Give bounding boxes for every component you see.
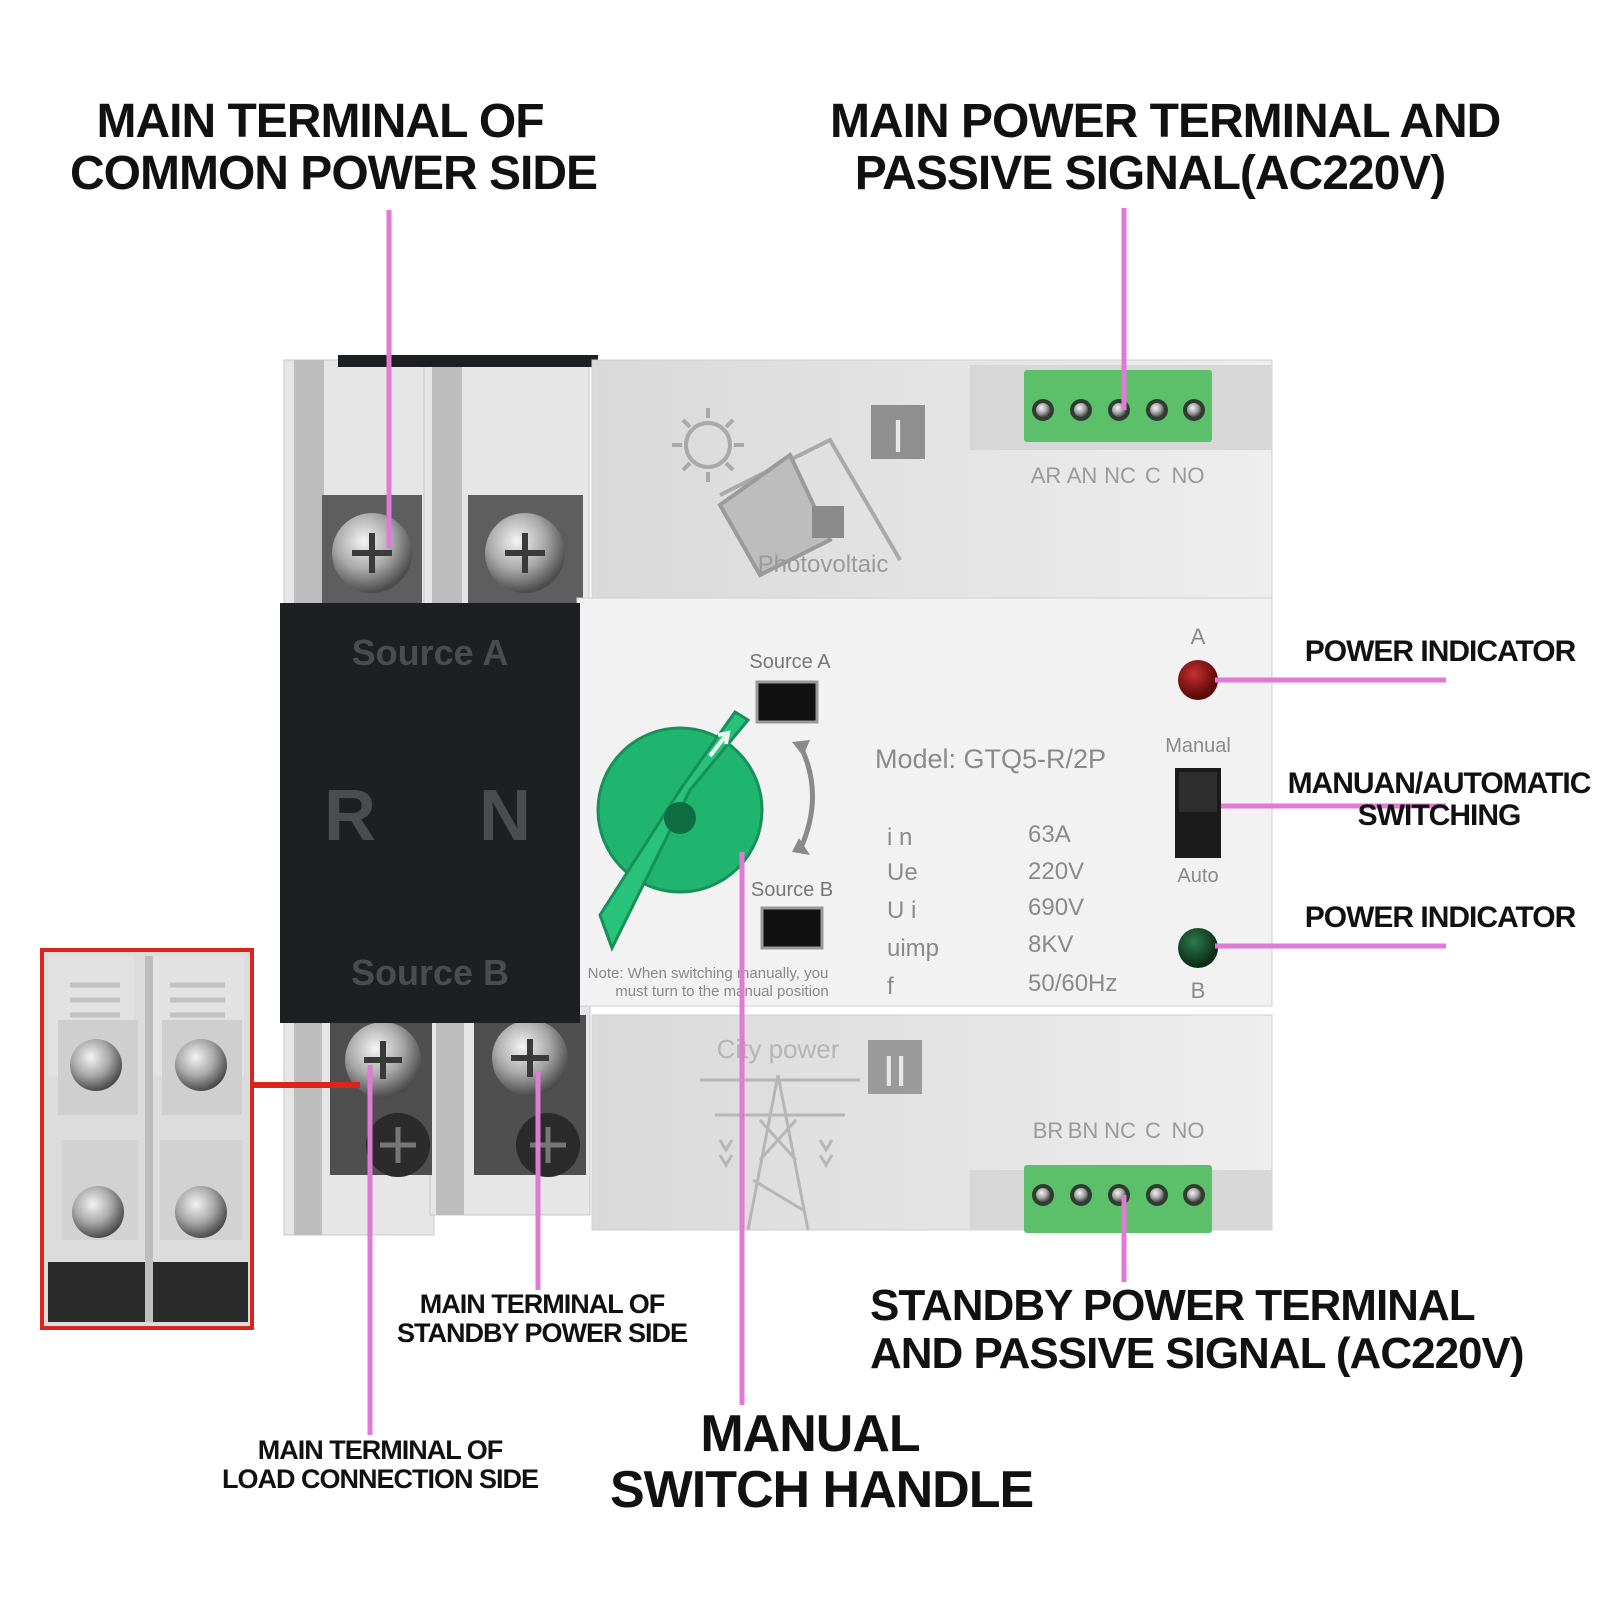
city-power-label: City power bbox=[717, 1034, 840, 1064]
top-terminal-label: NO bbox=[1172, 463, 1205, 488]
callout-standby-power-side: MAIN TERMINAL OF STANDBY POWER SIDE bbox=[372, 1289, 712, 1349]
bottom-terminal-label: BN bbox=[1068, 1118, 1099, 1143]
callout-line: AND PASSIVE SIGNAL (AC220V) bbox=[870, 1328, 1525, 1378]
top-terminal-label: AN bbox=[1067, 463, 1098, 488]
window-source-b bbox=[760, 906, 824, 950]
power-tower-icon bbox=[700, 1074, 860, 1231]
top-terminal-labels: AR AN NC C NO bbox=[1031, 463, 1205, 488]
specs-table: i n 63A Ue 220V U i 690V uimp 8KV f 50/6… bbox=[887, 821, 1117, 1000]
bottom-terminal-label: BR bbox=[1033, 1118, 1064, 1143]
black-panel bbox=[280, 603, 580, 1023]
spec-value: 50/60Hz bbox=[1028, 970, 1117, 997]
spec-key: U i bbox=[887, 897, 916, 924]
note-line-2: must turn to the manual position bbox=[615, 983, 828, 1000]
top-terminal-label: NC bbox=[1104, 463, 1136, 488]
source-i-plate bbox=[871, 405, 925, 459]
callout-line: POWER INDICATOR bbox=[1304, 901, 1577, 934]
photovoltaic-label: Photovoltaic bbox=[758, 551, 889, 578]
power-indicator-b-led bbox=[1178, 928, 1218, 968]
callout-line: LOAD CONNECTION SIDE bbox=[221, 1464, 539, 1495]
callout-manual-auto-switching: MANUAN/AUTOMATIC SWITCHING bbox=[1283, 767, 1595, 833]
manual-label: Manual bbox=[1165, 735, 1231, 757]
manual-switch-handle[interactable] bbox=[596, 709, 764, 952]
callout-line: COMMON POWER SIDE bbox=[70, 146, 598, 200]
spec-value: 220V bbox=[1028, 858, 1084, 885]
callout-line: STANDBY POWER SIDE bbox=[396, 1318, 688, 1349]
callout-line: MAIN TERMINAL OF bbox=[419, 1289, 665, 1319]
black-panel-n: N bbox=[479, 776, 531, 856]
callout-standby-power-terminal: STANDBY POWER TERMINAL AND PASSIVE SIGNA… bbox=[870, 1281, 1525, 1378]
callout-line: SWITCHING bbox=[1357, 799, 1522, 833]
indicator-b-letter: B bbox=[1191, 978, 1206, 1003]
bottom-terminal-labels: BR BN NC C NO bbox=[1033, 1118, 1205, 1143]
load-terminal-screws bbox=[345, 1020, 580, 1177]
top-terminal-label: C bbox=[1145, 463, 1161, 488]
callout-line: PASSIVE SIGNAL(AC220V) bbox=[854, 146, 1447, 200]
window-source-a bbox=[755, 680, 819, 724]
callout-manual-switch-handle: MANUAL SWITCH HANDLE bbox=[610, 1405, 1034, 1520]
source-i-symbol: I bbox=[892, 410, 905, 462]
spec-key: f bbox=[887, 973, 894, 1000]
callout-line: MANUAN/AUTOMATIC bbox=[1287, 767, 1592, 800]
black-panel-source-b: Source B bbox=[351, 952, 509, 993]
callout-pointers bbox=[367, 208, 1446, 1435]
callout-line: MAIN TERMINAL OF bbox=[257, 1435, 503, 1465]
indicator-a-letter: A bbox=[1191, 624, 1206, 649]
power-indicator-a-led bbox=[1178, 660, 1218, 700]
callout-line: POWER INDICATOR bbox=[1304, 635, 1577, 668]
callout-power-indicator-b: POWER INDICATOR bbox=[1295, 901, 1585, 934]
spec-key: Ue bbox=[887, 859, 918, 886]
spec-value: 8KV bbox=[1028, 931, 1073, 958]
bottom-terminal-label: NO bbox=[1172, 1118, 1205, 1143]
callout-line: MAIN POWER TERMINAL AND bbox=[830, 95, 1501, 148]
black-panel-r: R bbox=[324, 776, 376, 856]
load-terminal-inset bbox=[40, 948, 254, 1330]
black-panel-source-a: Source A bbox=[352, 632, 509, 673]
callout-line: MAIN TERMINAL OF bbox=[96, 95, 544, 148]
callout-power-indicator-a: POWER INDICATOR bbox=[1295, 635, 1585, 668]
spec-value: 63A bbox=[1028, 821, 1071, 848]
top-left-screw bbox=[332, 513, 412, 593]
photovoltaic-logo-icon bbox=[672, 408, 902, 578]
model-label: Model: GTQ5-R/2P bbox=[875, 744, 1106, 774]
window-source-b-label: Source B bbox=[751, 879, 833, 901]
top-right-screw bbox=[485, 513, 565, 593]
window-source-a-label: Source A bbox=[749, 651, 831, 673]
callout-line: STANDBY POWER TERMINAL bbox=[870, 1281, 1476, 1330]
spec-key: uimp bbox=[887, 935, 939, 962]
callout-main-power-terminal: MAIN POWER TERMINAL AND PASSIVE SIGNAL(A… bbox=[830, 95, 1501, 200]
note-line-1: Note: When switching manually, you bbox=[588, 965, 829, 982]
callout-common-power-side: MAIN TERMINAL OF COMMON POWER SIDE bbox=[70, 95, 598, 200]
top-terminal-label: AR bbox=[1031, 463, 1062, 488]
spec-value: 690V bbox=[1028, 894, 1084, 921]
callout-line: SWITCH HANDLE bbox=[610, 1461, 1034, 1520]
rotation-arrow-icon bbox=[797, 743, 815, 852]
source-ii-plate bbox=[868, 1040, 922, 1094]
source-ii-symbol: II bbox=[883, 1047, 907, 1096]
callout-load-connection-side: MAIN TERMINAL OF LOAD CONNECTION SIDE bbox=[200, 1435, 560, 1495]
callout-line: MANUAL bbox=[700, 1405, 920, 1463]
spec-key: i n bbox=[887, 824, 912, 851]
auto-label: Auto bbox=[1177, 865, 1218, 887]
bottom-terminal-label: NC bbox=[1104, 1118, 1136, 1143]
bottom-terminal-label: C bbox=[1145, 1118, 1161, 1143]
